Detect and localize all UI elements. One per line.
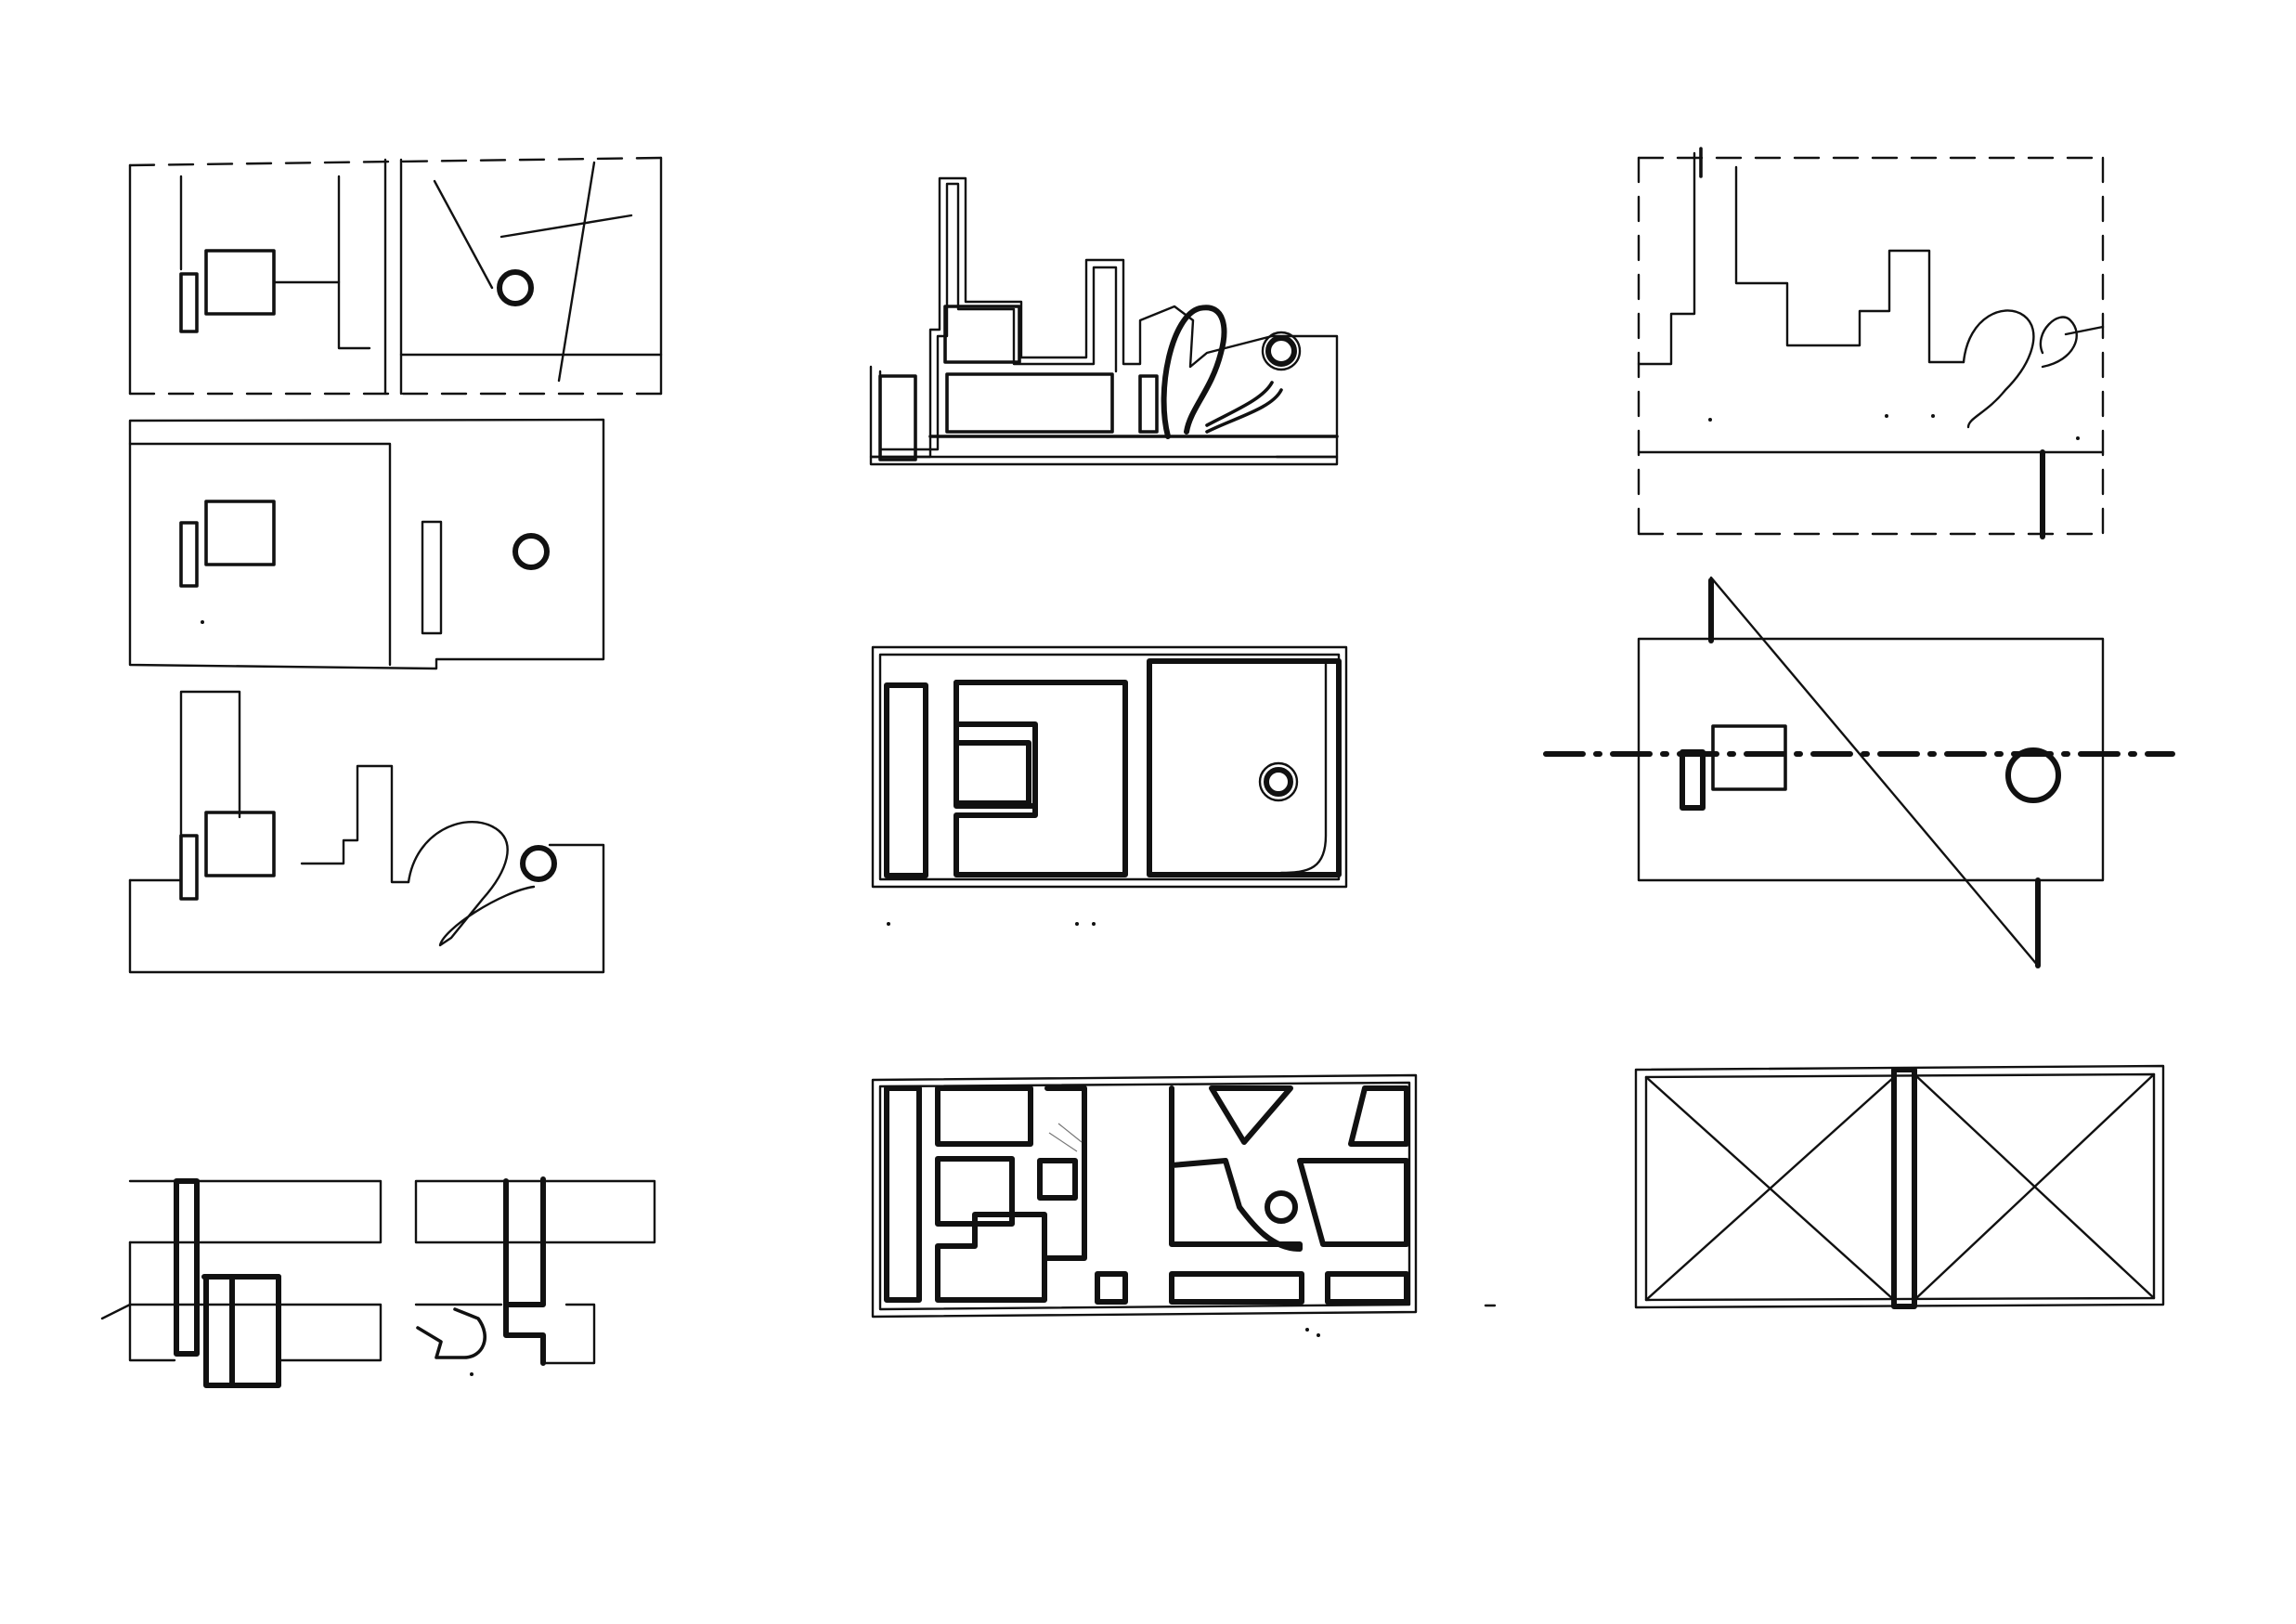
sketch-right-1 xyxy=(1637,147,2105,539)
sketch-left-3 xyxy=(128,690,605,974)
small-bar xyxy=(179,521,199,588)
small-bar xyxy=(179,272,199,333)
box xyxy=(204,249,276,316)
sketch-right-2 xyxy=(1543,576,2175,968)
sketch-right-3 xyxy=(1634,1064,2165,1309)
small-bar xyxy=(179,834,199,901)
sketch-mid-1 xyxy=(869,176,1339,466)
box xyxy=(204,500,276,566)
box xyxy=(204,811,276,877)
sketch-mid-3 xyxy=(871,1073,1497,1337)
slot xyxy=(421,520,443,635)
circle xyxy=(497,269,534,306)
sketch-left-4 xyxy=(100,1176,656,1388)
sketch-mid-2 xyxy=(871,645,1348,926)
sketch-left-2 xyxy=(128,418,605,670)
sketch-left-1 xyxy=(128,156,663,396)
circle xyxy=(512,533,550,570)
circle xyxy=(520,845,557,882)
